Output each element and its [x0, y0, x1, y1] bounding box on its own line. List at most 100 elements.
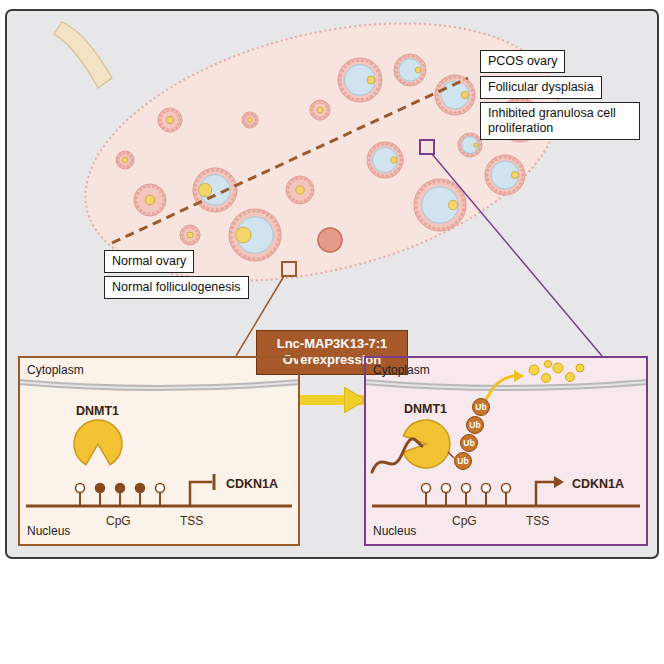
granulosa-cell	[159, 114, 163, 118]
granulosa-cell	[229, 236, 233, 240]
membrane	[18, 382, 300, 388]
follicle	[229, 209, 281, 261]
follicles	[116, 54, 542, 261]
granulosa-cell	[322, 101, 326, 105]
granulosa-cell	[377, 144, 381, 148]
granulosa-cell	[420, 188, 424, 192]
granulosa-cell	[420, 219, 424, 223]
granulosa-cell	[397, 167, 401, 171]
granulosa-cell	[325, 112, 329, 116]
granulosa-cell	[277, 233, 281, 237]
granulosa-cell	[365, 97, 369, 101]
granulosa-cell	[232, 222, 236, 226]
granulosa-cell	[314, 101, 318, 105]
granulosa-cell	[194, 183, 198, 187]
granulosa-cell	[340, 69, 344, 73]
granulosa-cell	[143, 185, 147, 189]
granulosa-cell	[424, 222, 428, 226]
result-box: PCOS ovary	[480, 50, 565, 73]
cpg-head	[116, 484, 125, 493]
granulosa-cell	[232, 245, 236, 249]
granulosa-cell	[181, 237, 185, 241]
granulosa-cell	[428, 182, 432, 186]
granulosa-cell	[412, 82, 416, 86]
follicle	[242, 112, 258, 128]
granulosa-cell	[206, 169, 210, 173]
granulosa-cell	[152, 185, 156, 189]
granulosa-cell	[415, 196, 419, 200]
follicle	[310, 100, 330, 120]
granulosa-cell	[174, 110, 178, 114]
granulosa-cell	[325, 104, 329, 108]
follicle	[458, 133, 482, 157]
gene-label: DNMT1	[76, 404, 119, 418]
granulosa-cell	[412, 55, 416, 59]
granulosa-cell	[126, 152, 130, 156]
zoom-square	[282, 262, 296, 276]
oocyte	[236, 227, 252, 243]
follicle	[435, 75, 475, 115]
tss-arrow	[536, 482, 556, 506]
granulosa-cell	[228, 175, 232, 179]
granulosa-cell	[288, 195, 292, 199]
granulosa-cell	[516, 186, 520, 190]
granulosa-cell	[194, 193, 198, 197]
granulosa-cell	[136, 205, 140, 209]
granulosa-cell	[449, 76, 453, 80]
oocyte	[187, 232, 193, 238]
granulosa-cell	[243, 115, 247, 119]
granulosa-cell	[458, 111, 462, 115]
ubiquitin-circle: Ub	[454, 452, 472, 470]
fragments	[529, 361, 584, 383]
granulosa-cell	[396, 62, 400, 66]
granulosa-cell	[503, 155, 507, 159]
granulosa-cell	[116, 156, 120, 160]
granulosa-cell	[394, 146, 398, 150]
normal-cell-art	[18, 382, 300, 506]
granulosa-cell	[177, 114, 181, 118]
label-box: Normal ovary	[104, 250, 194, 273]
cpg-stem	[505, 492, 507, 506]
granulosa-cell	[494, 158, 498, 162]
granulosa-cell	[453, 75, 457, 79]
granulosa-cell	[399, 58, 403, 62]
granulosa-cell	[453, 111, 457, 115]
granulosa-cell	[309, 184, 313, 188]
granulosa-cell	[193, 188, 197, 192]
granulosa-cell	[416, 80, 420, 84]
granulosa-cell	[134, 201, 138, 205]
granulosa-cell	[126, 165, 130, 169]
granulosa-cell	[368, 154, 372, 158]
node-text: Ub	[469, 420, 480, 430]
granulosa-cell	[304, 177, 308, 181]
granulosa-cell	[370, 95, 374, 99]
node-text: Inhibited granulosa cell proliferation	[488, 106, 616, 135]
granulosa-cell	[462, 208, 466, 212]
granulosa-cell	[311, 104, 315, 108]
granulosa-cell	[310, 188, 314, 192]
granulosa-cell	[365, 59, 369, 63]
granulosa-cell	[233, 193, 237, 197]
granulosa-cell	[266, 213, 270, 217]
granulosa-cell	[270, 216, 274, 220]
granulosa-cell	[162, 126, 166, 130]
granulosa-cell	[399, 154, 403, 158]
granulosa-cell	[156, 210, 160, 214]
granulosa-cell	[339, 83, 343, 87]
granulosa-cell	[440, 80, 444, 84]
granulosa-cell	[376, 87, 380, 91]
granulosa-cell	[407, 54, 411, 58]
granulosa-cell	[451, 224, 455, 228]
cpg-head	[462, 484, 471, 493]
granulosa-cell	[490, 186, 494, 190]
granulosa-cell	[195, 197, 199, 201]
gene-label: TSS	[526, 514, 549, 528]
granulosa-cell	[147, 184, 151, 188]
panel-ground	[18, 356, 300, 546]
granulosa-cell	[211, 208, 215, 212]
granulosa-cell	[178, 118, 182, 122]
granulosa-cell	[243, 212, 247, 216]
granulosa-cell	[466, 80, 470, 84]
granulosa-cell	[188, 241, 192, 245]
granulosa-cell	[262, 256, 266, 260]
